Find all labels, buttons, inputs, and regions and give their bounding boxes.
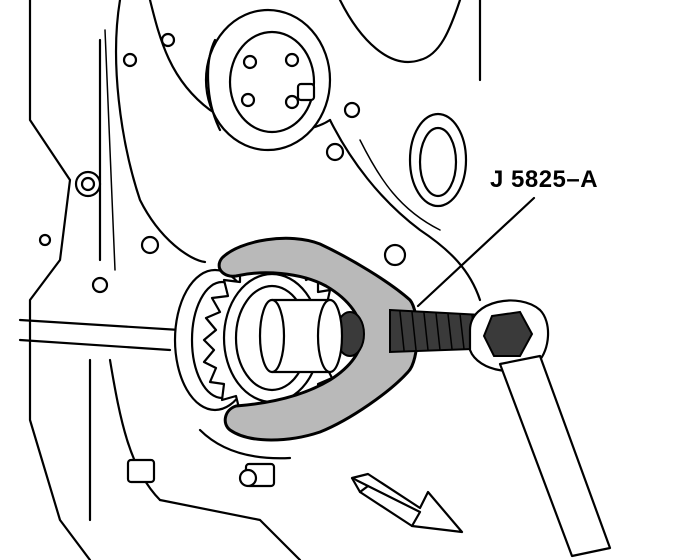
cover-bolt-holes: [38, 32, 407, 294]
callout-leader: [416, 196, 536, 308]
engine-front-cover: [18, 0, 482, 560]
lower-bolts: [126, 458, 276, 488]
tool-number-label: J 5825–A: [490, 166, 599, 193]
water-pump-hub: [204, 8, 332, 152]
crank-nose: [258, 298, 344, 374]
ratchet-wrench: [468, 299, 612, 558]
pull-direction-arrow: [350, 472, 464, 534]
puller-tool-body: [217, 236, 419, 442]
front-seal: [408, 112, 468, 208]
